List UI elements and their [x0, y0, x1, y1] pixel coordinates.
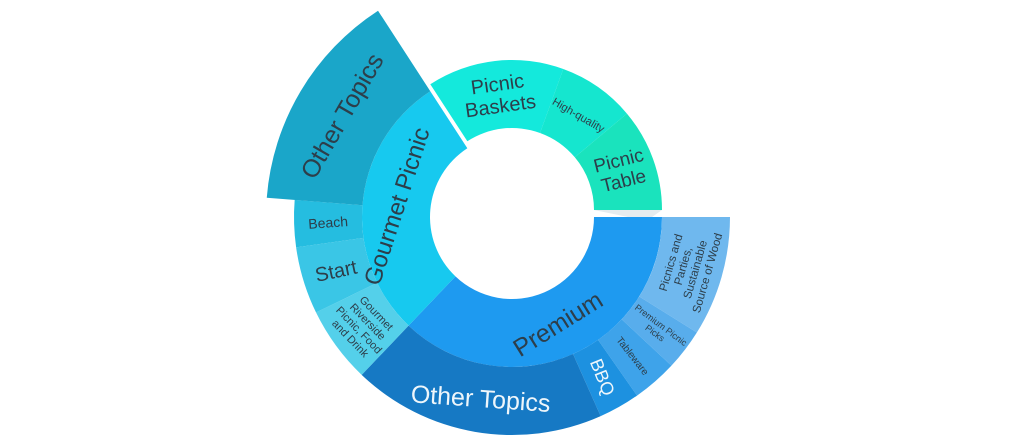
segment-tableware[interactable]: [598, 319, 672, 396]
segment-start[interactable]: [296, 237, 378, 313]
segment-premium[interactable]: [408, 217, 662, 368]
segment-other-topics-premium[interactable]: [361, 325, 601, 435]
segment-picnic-table[interactable]: [574, 113, 662, 210]
segment-gourmet-picnic[interactable]: [361, 91, 468, 326]
segment-gourmet-riverside[interactable]: [316, 282, 409, 375]
segment-high-quality[interactable]: [540, 69, 627, 158]
segments-layer: [266, 10, 730, 435]
segment-premium-picnic-picks[interactable]: [621, 296, 697, 366]
segment-beach[interactable]: [293, 199, 364, 248]
segment-other-topics-gourmet[interactable]: [266, 10, 431, 206]
segment-bbq[interactable]: [573, 339, 638, 417]
label-beach: Beach: [308, 213, 349, 232]
segment-picnics-parties[interactable]: [639, 217, 730, 333]
segment-picnic-baskets[interactable]: [430, 60, 564, 142]
